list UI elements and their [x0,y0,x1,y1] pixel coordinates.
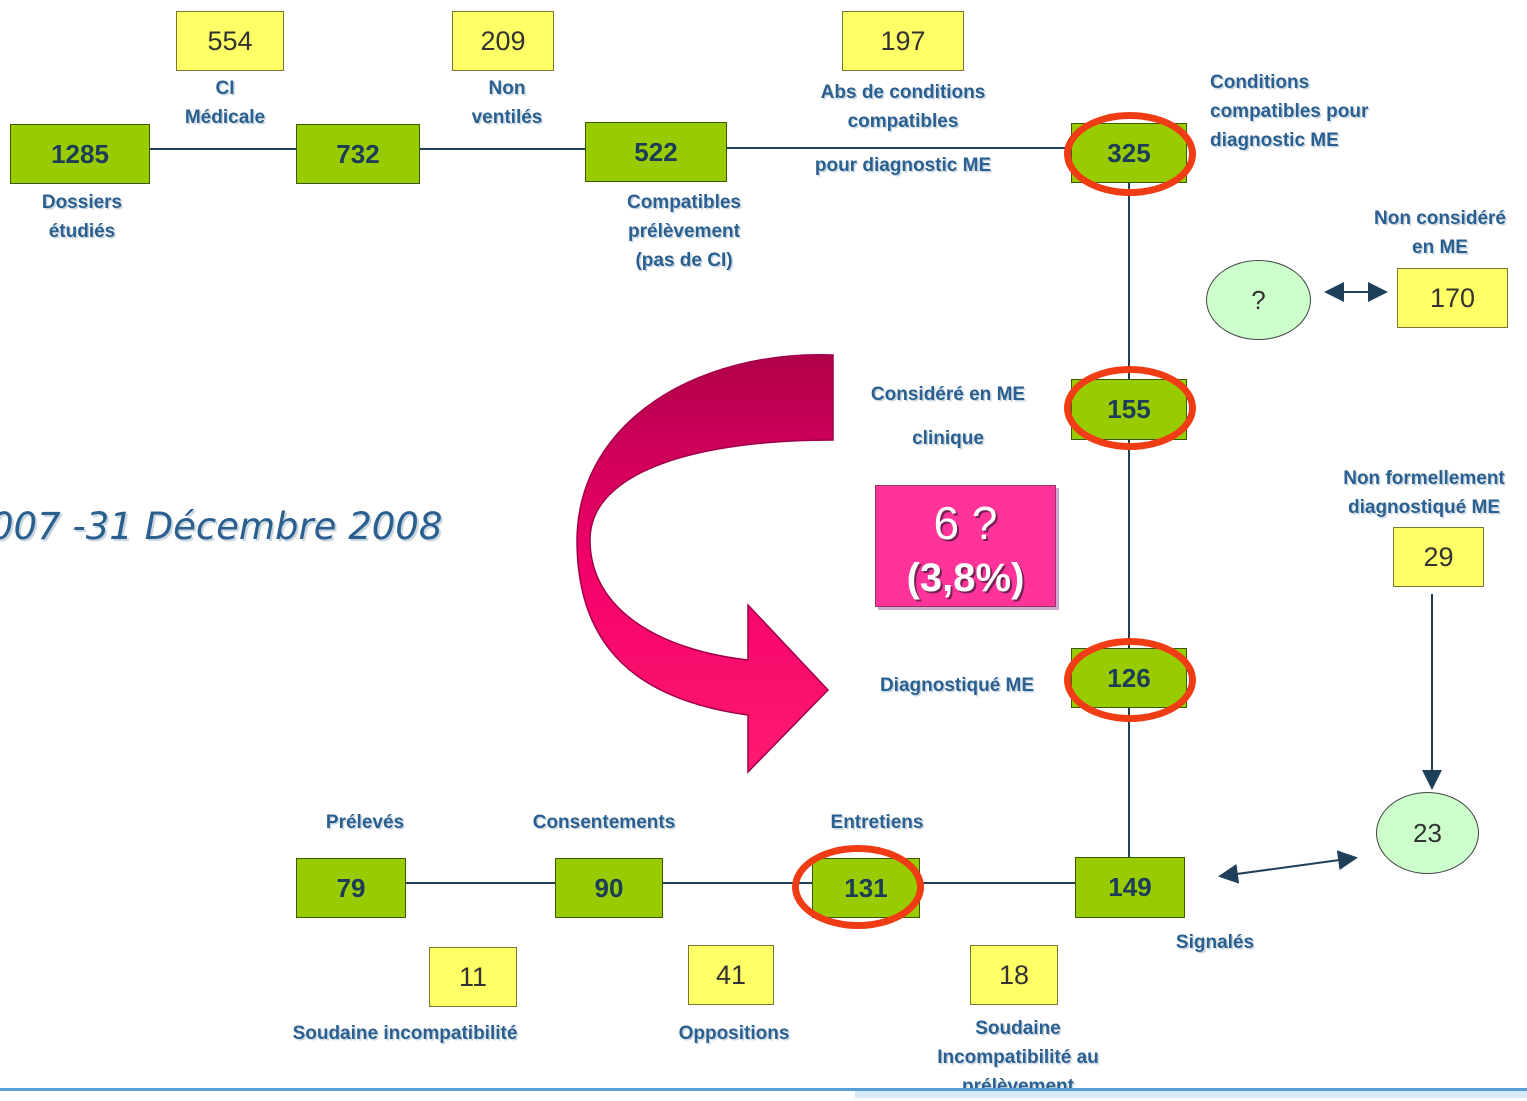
label-entretiens: Entretiens [830,812,924,833]
loss-11: 11 [429,947,517,1007]
highlight-131 [792,845,924,929]
loss-197: 197 [842,11,964,71]
loss-41: 41 [688,945,774,1005]
connector-732-522 [418,148,585,150]
loss-209: 209 [452,11,554,71]
double-arrow-149-23 [1218,850,1358,884]
connector-155-126 [1128,440,1130,648]
connector-325-155 [1128,183,1130,379]
connector-90-79 [405,882,555,884]
connector-522-325 [726,147,1071,149]
label-considere: Considéré en ME [870,384,1026,405]
highlight-126 [1064,638,1196,722]
node-79: 79 [296,858,406,918]
label-pour-diagnostic: pour diagnostic ME [814,155,992,176]
label-clinique: clinique [912,428,984,449]
label-signales: Signalés [1175,932,1255,953]
label-oppositions: Oppositions [678,1023,790,1044]
node-149: 149 [1075,857,1185,918]
node-1285: 1285 [10,124,150,184]
callout-count: 6 ? [933,497,998,549]
node-732: 732 [296,124,420,184]
node-522: 522 [585,122,727,182]
label-diagnostique: Diagnostiqué ME [879,675,1035,696]
loss-18: 18 [970,945,1058,1005]
label-consentements: Consentements [532,812,676,833]
callout-box: 6 ? (3,8%) [875,485,1056,607]
footer-line [0,1088,1527,1091]
connector-126-149 [1128,708,1130,858]
circle-23: 23 [1376,792,1479,874]
period-text: 007 -31 Décembre 2008 [0,505,443,548]
highlight-325 [1064,112,1196,196]
highlight-155 [1064,366,1196,450]
loss-170: 170 [1397,268,1508,328]
connector-149-131 [920,882,1075,884]
node-90: 90 [555,858,663,918]
footer-bar [855,1091,1527,1098]
callout-percent: (3,8%) [906,556,1025,600]
circle-question: ? [1206,260,1311,340]
label-preleves: Prélevés [325,812,405,833]
loss-554: 554 [176,11,284,71]
label-soudaine-incompatibilite: Soudaine incompatibilité [292,1023,518,1044]
connector-1285-732 [148,148,296,150]
curved-arrow [576,354,834,774]
connector-131-90 [662,882,812,884]
loss-29: 29 [1393,527,1484,587]
